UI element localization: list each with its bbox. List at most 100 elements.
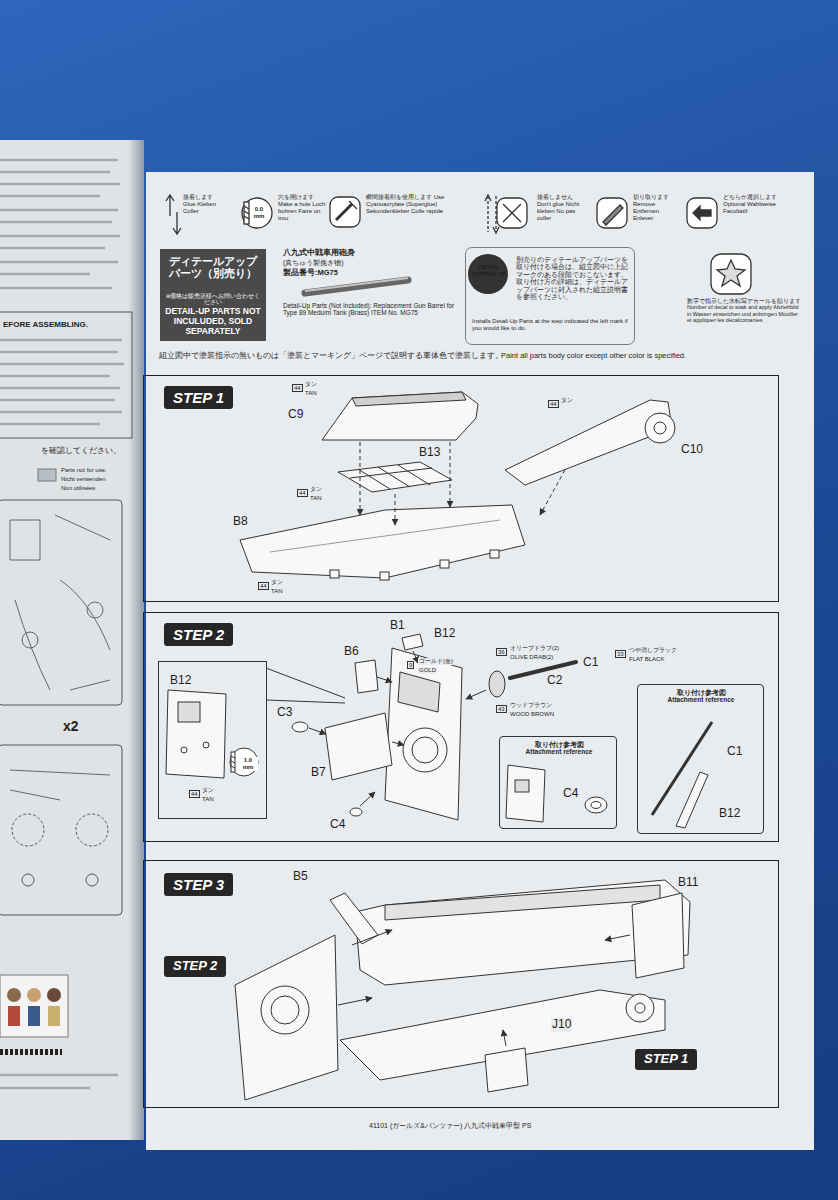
quantity-mark: x2 bbox=[62, 718, 80, 734]
left-page bbox=[10, 515, 110, 690]
hull-part-drawing bbox=[240, 505, 525, 578]
left-page bbox=[10, 770, 110, 800]
paint-name: FLAT BLACK bbox=[628, 656, 665, 663]
detail-inset: B121.0 mm44タンTAN bbox=[158, 661, 267, 819]
paint-name: GOLD bbox=[418, 667, 437, 674]
box-heading: ディテールアップパーツ（別売り） bbox=[165, 255, 261, 279]
hull-part-drawing bbox=[270, 520, 500, 552]
paint-note: Paint all parts body color except other … bbox=[500, 352, 687, 361]
hull-part-drawing bbox=[230, 748, 258, 776]
hull-part-drawing bbox=[271, 996, 299, 1024]
left-page-note: Nicht verwenden bbox=[60, 476, 107, 483]
left-page bbox=[0, 312, 132, 438]
left-page bbox=[27, 988, 41, 1002]
gun-barrel-drawing bbox=[305, 278, 408, 293]
symbol-icon bbox=[488, 196, 496, 232]
assembly-arrow bbox=[466, 690, 486, 699]
assembly-arrow bbox=[392, 742, 404, 745]
paint-number: 44 bbox=[258, 582, 269, 590]
left-page bbox=[47, 988, 61, 1002]
gun-barrel-drawing bbox=[305, 280, 408, 293]
left-page bbox=[0, 1049, 62, 1055]
assembly-arrow bbox=[352, 930, 392, 945]
left-page bbox=[22, 632, 38, 648]
paint-name: オリーブドラブ(2) bbox=[509, 645, 560, 652]
paint-name: タン bbox=[304, 381, 318, 388]
hull-part-drawing bbox=[485, 1048, 528, 1092]
hull-part-drawing bbox=[403, 728, 447, 772]
hull-part-drawing bbox=[515, 780, 529, 792]
paint-name: タン bbox=[560, 397, 574, 404]
symbol-icon bbox=[711, 254, 751, 294]
left-page-note: Non utilisées bbox=[60, 485, 96, 492]
left-page bbox=[0, 140, 144, 1140]
part-label: B1 bbox=[389, 619, 406, 633]
hull-part-drawing bbox=[338, 462, 452, 492]
hull-part-drawing bbox=[235, 935, 338, 1100]
paint-name: タン bbox=[201, 787, 215, 794]
attachment-reference: 取り付け参考図 Attachment referenceC1B12 bbox=[637, 684, 764, 834]
symbol-icon bbox=[687, 198, 717, 228]
detail-option-badge bbox=[468, 254, 508, 294]
detail-option-box: DETAIL OPTION UP別売りのディテールアップパーツを取り付ける場合は… bbox=[465, 247, 635, 345]
hull-part-drawing bbox=[261, 986, 309, 1034]
symbol-icon bbox=[503, 204, 521, 222]
box-note: Installs Detail-Up Parts at the step ind… bbox=[472, 318, 630, 332]
part-label: C2 bbox=[546, 674, 563, 688]
left-page bbox=[86, 874, 98, 886]
detail-up-box: ディテールアップパーツ（別売り）※価格は販売店様へお問い合わせくださいDETAI… bbox=[160, 249, 266, 341]
left-page bbox=[12, 814, 44, 846]
hull-part-drawing bbox=[676, 772, 708, 828]
paint-name: TAN bbox=[270, 588, 284, 595]
box-note: ※価格は販売店様へお問い合わせください bbox=[165, 293, 261, 306]
symbol-icon bbox=[330, 197, 360, 227]
hull-part-drawing bbox=[350, 465, 432, 489]
symbol-caption: 瞬間接着剤を使用します Use Cyanoacrylate (Superglue… bbox=[365, 194, 459, 215]
step-panel: STEP 3STEP 2STEP 1 bbox=[143, 860, 779, 1108]
hole-size: 0.0 mm bbox=[250, 206, 268, 220]
left-page bbox=[7, 988, 21, 1002]
symbol-caption: 穴を開けます Make a hole Loch bohren Faire un … bbox=[277, 194, 329, 222]
left-page bbox=[76, 814, 108, 846]
product-note: Detail-Up Parts (Not Included): Replacem… bbox=[282, 302, 464, 317]
part-label: C4 bbox=[562, 787, 579, 801]
paint-name: WOOD BROWN bbox=[509, 711, 555, 718]
hull-part-drawing bbox=[489, 671, 505, 697]
hull-part-drawing bbox=[355, 880, 690, 985]
left-page-note: Parts not for use. bbox=[60, 467, 108, 474]
hull-part-drawing bbox=[510, 662, 576, 678]
hull-part-drawing bbox=[585, 797, 607, 813]
step-label: STEP 2 bbox=[173, 959, 217, 974]
assembly-arrow bbox=[450, 442, 451, 507]
hull-part-drawing bbox=[635, 1003, 645, 1013]
symbol-icon bbox=[603, 205, 623, 225]
left-page bbox=[0, 1075, 118, 1088]
assembly-arrow bbox=[605, 935, 630, 940]
symbol-caption: 接着しません Don't glue Nicht kleben No pas co… bbox=[536, 194, 582, 222]
hull-part-drawing bbox=[166, 634, 712, 828]
step-label: STEP 1 bbox=[164, 386, 233, 409]
left-page bbox=[128, 140, 144, 1140]
paint-number: 43 bbox=[496, 705, 507, 713]
hull-part-drawing bbox=[350, 808, 362, 816]
hull-part-drawing bbox=[632, 893, 684, 978]
paint-name: ゴールド(金) bbox=[418, 658, 454, 665]
part-label: C3 bbox=[276, 706, 293, 720]
left-page bbox=[22, 874, 34, 886]
left-page-note: を確認してください。 bbox=[40, 446, 122, 455]
right-page bbox=[146, 172, 814, 1150]
assembly-arrow bbox=[360, 442, 361, 515]
hull-part-drawing bbox=[626, 994, 654, 1022]
hull-part-drawing bbox=[355, 660, 378, 693]
assembly-arrow bbox=[540, 470, 565, 515]
paint-number: 9 bbox=[407, 661, 414, 669]
gun-barrel-drawing bbox=[305, 278, 408, 291]
hull-part-drawing bbox=[506, 765, 545, 822]
assembly-arrow bbox=[338, 998, 372, 1005]
assembly-arrow bbox=[309, 651, 486, 806]
assembly-arrow bbox=[338, 930, 630, 1046]
hull-part-drawing bbox=[166, 690, 226, 778]
hull-part-drawing bbox=[322, 392, 478, 440]
assembly-arrow bbox=[309, 728, 326, 734]
left-page bbox=[0, 340, 124, 424]
